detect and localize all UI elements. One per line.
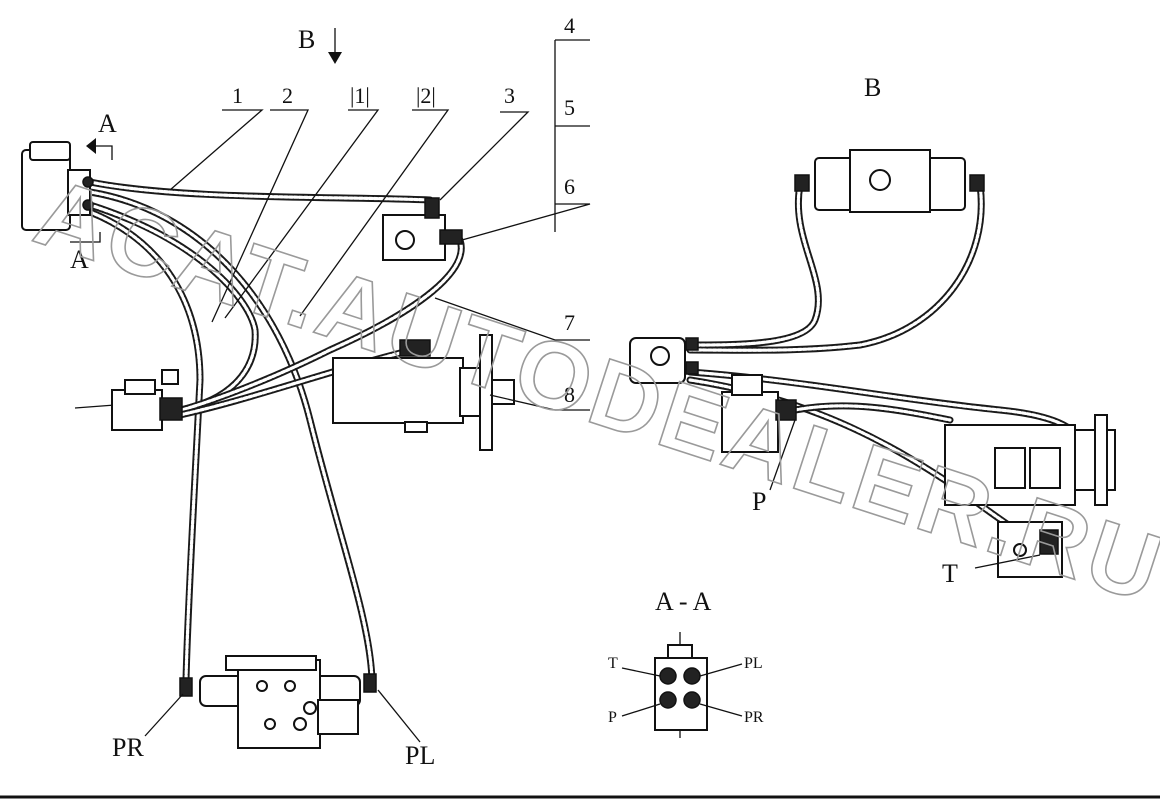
b-top-actuator xyxy=(794,149,985,213)
brake-valve xyxy=(74,369,183,431)
right-view: B xyxy=(629,73,1116,588)
section-title: A - A xyxy=(655,587,712,616)
leader-lines xyxy=(70,28,591,743)
callout-8: 8 xyxy=(564,382,575,407)
section-port-t: T xyxy=(608,655,618,672)
callout-4: 4 xyxy=(564,13,575,38)
port-label-pr: PR xyxy=(112,733,144,762)
callout-3: 3 xyxy=(504,83,515,108)
b-left-valve xyxy=(629,337,699,384)
section-port-pr: PR xyxy=(744,709,764,726)
motor-8 xyxy=(332,334,515,451)
valve-block-3 xyxy=(382,197,463,261)
view-b-arrow-label: B xyxy=(298,25,315,54)
view-b-title: B xyxy=(864,73,881,102)
callout-6: 6 xyxy=(564,174,575,199)
valve-block-left xyxy=(21,141,94,231)
port-label-pl: PL xyxy=(405,741,435,770)
section-port-p: P xyxy=(608,709,617,726)
section-a-top-label: A xyxy=(98,109,117,138)
callout-7: 7 xyxy=(564,310,575,335)
b-port-label-p: P xyxy=(752,487,766,516)
callout-2: 2 xyxy=(282,83,293,108)
callout-1-boxed: |1| xyxy=(350,83,370,108)
callout-1: 1 xyxy=(232,83,243,108)
section-a-bottom-label: A xyxy=(70,245,89,274)
control-valve xyxy=(179,655,377,749)
section-a-a: A - A T PL P PR xyxy=(608,587,764,738)
callout-2-boxed: |2| xyxy=(416,83,436,108)
section-port-pl: PL xyxy=(744,655,763,672)
b-t-block xyxy=(997,521,1063,578)
b-motor xyxy=(944,414,1116,506)
b-p-valve xyxy=(721,374,797,453)
left-view: B A A 1 2 |1| |2| 3 4 5 6 7 8 PR PL xyxy=(21,13,591,770)
left-hoses xyxy=(86,178,465,684)
callout-5: 5 xyxy=(564,95,575,120)
b-port-label-t: T xyxy=(942,559,958,588)
